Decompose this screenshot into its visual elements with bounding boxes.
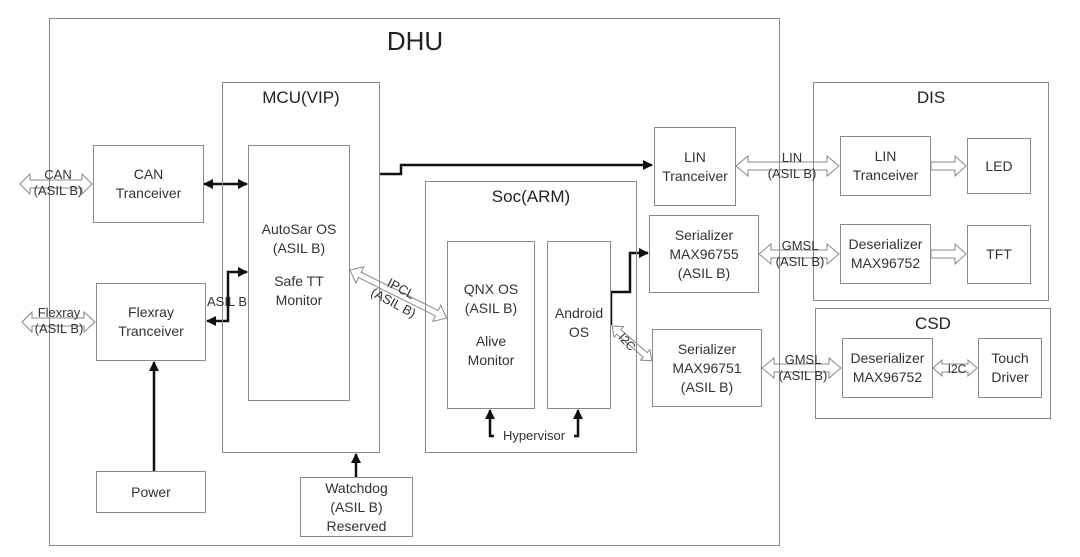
mcu-lin-arrow	[379, 160, 653, 176]
serializer-96755-line3: (ASIL B)	[677, 264, 731, 281]
lin-led-arrow	[930, 154, 967, 178]
deserializer-dis-block: Deserializer MAX96752	[840, 224, 931, 284]
gmsl-dis-bus	[758, 242, 840, 266]
deserializer-csd-block: Deserializer MAX96752	[842, 338, 933, 398]
lin-bus-line2: (ASIL B)	[767, 166, 817, 181]
lin-transceiver-dhu-block: LIN Tranceiver	[654, 127, 736, 206]
csd-container	[815, 308, 1051, 419]
android-line2: OS	[568, 324, 590, 340]
gmsl-dis-line2: (ASIL B)	[775, 254, 825, 269]
can-external-label: CAN (ASIL B)	[26, 167, 90, 199]
qnx-block: QNX OS (ASIL B) Alive Monitor	[447, 241, 535, 409]
serializer-96755-line2: MAX96755	[669, 245, 739, 262]
autosar-line2: (ASIL B)	[272, 240, 326, 256]
tft-block: TFT	[967, 225, 1031, 284]
led-block: LED	[967, 138, 1031, 194]
mcu-title: MCU(VIP)	[262, 88, 340, 107]
can-transceiver-line2: Tranceiver	[115, 185, 182, 201]
deserializer-dis-line1: Deserializer	[848, 236, 923, 252]
flexray-external-line2: (ASIL B)	[34, 321, 84, 336]
soc-container	[425, 181, 637, 453]
android-block: Android OS	[547, 241, 611, 409]
autosar-line4: Monitor	[275, 292, 323, 308]
led-label: LED	[985, 157, 1013, 174]
qnx-line3: Alive	[475, 333, 507, 349]
deserializer-csd-line1: Deserializer	[850, 350, 925, 366]
flexray-external-bus	[21, 310, 96, 334]
gmsl-csd-bus	[761, 356, 842, 380]
watchdog-line2: (ASIL B)	[330, 498, 383, 515]
autosar-line1: AutoSar OS	[261, 221, 337, 237]
flexray-transceiver-block: Flexray Tranceiver	[96, 283, 206, 361]
serializer-96751-line1: Serializer	[677, 340, 737, 357]
gmsl-csd-line2: (ASIL B)	[778, 368, 828, 383]
flexray-external-label: Flexray (ASIL B)	[27, 305, 91, 337]
can-external-line2: (ASIL B)	[33, 183, 83, 198]
i2c-touch-label: I2C	[947, 362, 967, 376]
lin-transceiver-dhu-line2: Tranceiver	[662, 167, 728, 184]
gmsl-csd-label: GMSL (ASIL B)	[763, 352, 843, 384]
i2c-android-bus	[611, 325, 653, 362]
serializer-96751-block: Serializer MAX96751 (ASIL B)	[652, 329, 762, 407]
watchdog-block: Watchdog (ASIL B) Reserved	[300, 477, 413, 537]
lin-bus-line1: LIN	[781, 150, 803, 165]
watchdog-line1: Watchdog	[325, 479, 388, 496]
android-line1: Android	[554, 305, 604, 321]
gmsl-dis-label: GMSL (ASIL B)	[760, 238, 840, 270]
lin-transceiver-dhu-line1: LIN	[684, 148, 706, 165]
qnx-line4: Monitor	[467, 352, 515, 368]
autosar-line3: Safe TT	[274, 273, 324, 289]
qnx-line2: (ASIL B)	[464, 300, 518, 316]
touch-driver-line1: Touch	[991, 350, 1029, 366]
flexray-transceiver-line2: Tranceiver	[118, 323, 184, 339]
lin-bus	[735, 154, 840, 178]
hypervisor-label: Hypervisor	[494, 428, 574, 444]
can-transceiver-line1: CAN	[133, 166, 164, 182]
deserializer-dis-line2: MAX96752	[850, 255, 921, 271]
gmsl-csd-line1: GMSL	[784, 352, 822, 367]
can-external-bus	[19, 172, 93, 196]
flexray-mcu-arrow	[206, 267, 248, 326]
serializer-96755-line1: Serializer	[674, 226, 734, 243]
lin-bus-label: LIN (ASIL B)	[752, 150, 832, 182]
serializer-96751-line2: MAX96751	[672, 359, 742, 376]
autosar-block: AutoSar OS (ASIL B) Safe TT Monitor	[248, 145, 350, 401]
watchdog-line3: Reserved	[326, 517, 387, 534]
can-transceiver-block: CAN Tranceiver	[93, 145, 204, 223]
i2c-touch-bus	[932, 358, 978, 378]
ipcl-bus	[349, 266, 448, 323]
serializer-96755-block: Serializer MAX96755 (ASIL B)	[649, 215, 759, 293]
serializer-96751-line3: (ASIL B)	[680, 378, 734, 395]
tft-label: TFT	[986, 246, 1012, 262]
dhu-title: DHU	[386, 26, 444, 56]
power-block: Power	[96, 471, 206, 513]
gmsl-dis-line1: GMSL	[781, 238, 819, 253]
dis-title: DIS	[916, 88, 946, 107]
flexray-mcu-label: ASIL B	[207, 294, 247, 309]
soc-title: Soc(ARM)	[491, 187, 571, 206]
flexray-transceiver-line1: Flexray	[128, 304, 174, 320]
csd-title: CSD	[915, 314, 951, 333]
flexray-external-line1: Flexray	[37, 305, 81, 320]
power-label: Power	[131, 483, 171, 500]
lin-transceiver-dis-line2: Tranceiver	[852, 167, 919, 183]
qnx-line1: QNX OS	[463, 281, 519, 297]
deserializer-csd-line2: MAX96752	[852, 369, 923, 385]
can-external-line1: CAN	[44, 167, 72, 182]
deser-tft-arrow	[930, 242, 967, 266]
lin-transceiver-dis-line1: LIN	[874, 148, 897, 164]
touch-driver-line2: Driver	[991, 369, 1029, 385]
touch-driver-block: Touch Driver	[978, 338, 1042, 398]
dhu-container	[49, 18, 780, 546]
dis-container	[813, 82, 1049, 301]
mcu-container	[222, 82, 380, 453]
lin-transceiver-dis-block: LIN Tranceiver	[840, 136, 931, 196]
